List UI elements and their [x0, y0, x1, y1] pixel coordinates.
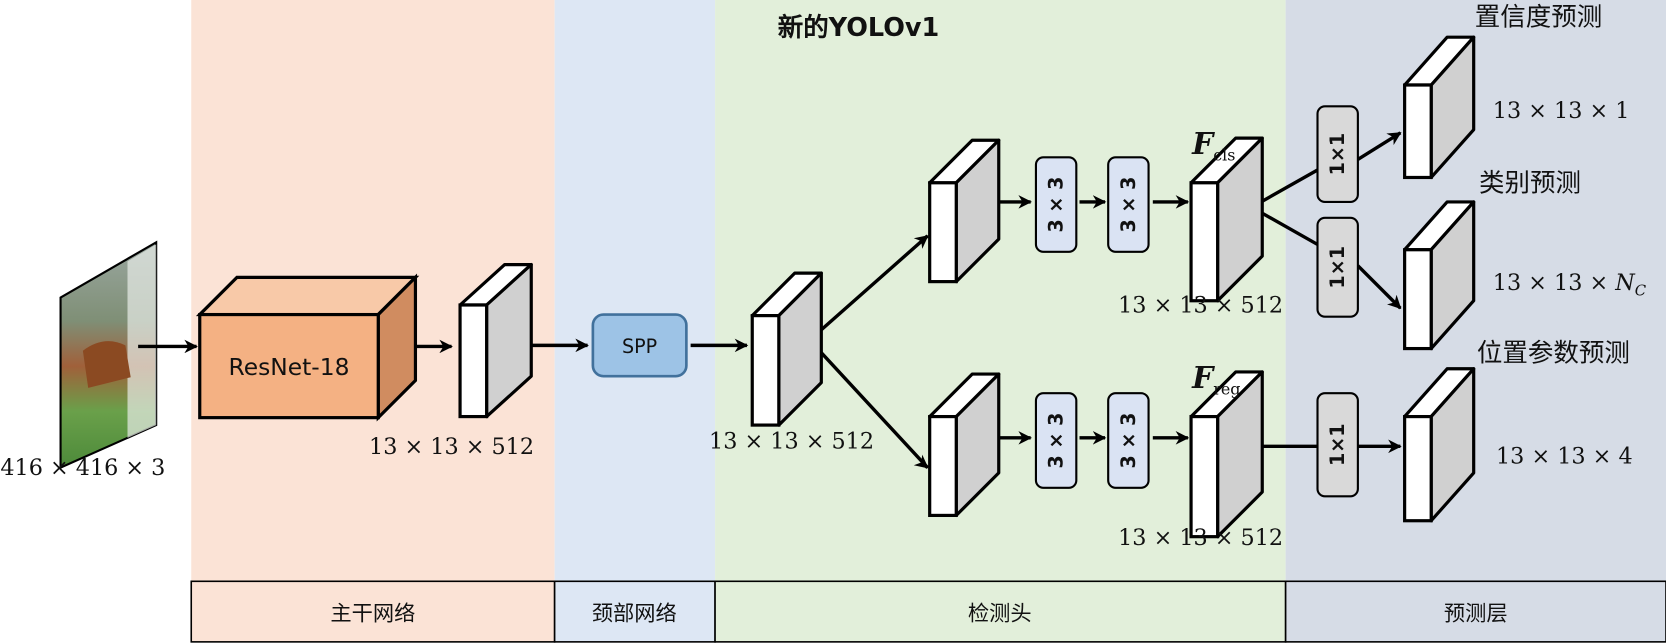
cls-conv3x3-1: 3 × 3 — [1034, 156, 1078, 253]
section-label-backbone: 主干网络 — [330, 602, 415, 627]
resnet-18-block — [195, 273, 420, 422]
conv-boxes: 3 × 3 3 × 3 3 × 3 3 × 3 1×1 1×1 1×1 — [1034, 105, 1359, 498]
section-label-neck: 颈部网络 — [592, 602, 677, 627]
cls-conv3x3-2: 3 × 3 — [1107, 156, 1150, 253]
arrow — [1356, 131, 1402, 161]
reg-feature-shape: 13 × 13 × 512 — [1118, 525, 1283, 551]
section-head — [714, 580, 1287, 643]
backbone-feature-map — [458, 263, 533, 419]
neck-output-shape: 13 × 13 × 512 — [709, 428, 874, 454]
section-label-head: 检测头 — [968, 602, 1032, 627]
conv-label: 3 × 3 — [1117, 413, 1140, 469]
conf-pred-title: 置信度预测 — [1475, 3, 1603, 33]
conf-pred-shape: 13 × 13 × 1 — [1493, 98, 1630, 124]
f-cls-feature-map — [1189, 136, 1264, 303]
input-shape-label: 416 × 416 × 3 — [0, 455, 165, 481]
resnet-label: ResNet-18 — [229, 353, 350, 381]
reg-conv3x3-1: 3 × 3 — [1034, 392, 1078, 489]
neck-feature-map — [750, 271, 823, 427]
reg-conv3x3-2: 3 × 3 — [1107, 392, 1150, 489]
section-bar: 主干网络 颈部网络 检测头 预测层 — [190, 580, 1666, 643]
reg-prediction-map — [1403, 367, 1476, 523]
blocks — [458, 35, 1476, 539]
conf-conv1x1: 1×1 — [1316, 105, 1359, 203]
conv-label: 3 × 3 — [1045, 413, 1068, 469]
section-prediction — [1284, 580, 1666, 643]
cls-branch-input-map — [928, 138, 1001, 284]
arrow — [1356, 264, 1402, 310]
reg-conv1x1: 1×1 — [1316, 392, 1359, 498]
cls-conv1x1: 1×1 — [1316, 216, 1359, 318]
f-cls-label: Fcls — [1191, 127, 1235, 164]
spp-label: SPP — [622, 335, 657, 358]
reg-branch-input-map — [928, 372, 1001, 518]
reg-pred-title: 位置参数预测 — [1477, 338, 1630, 368]
input-image — [59, 240, 158, 470]
f-reg-label: Freg — [1191, 361, 1240, 398]
section-neck — [553, 580, 716, 643]
cls-pred-shape: 13 × 13 × NC — [1493, 270, 1647, 299]
neck-background — [554, 0, 716, 582]
conv-label: 3 × 3 — [1117, 177, 1140, 233]
conf-prediction-map — [1403, 35, 1476, 180]
backbone-output-shape: 13 × 13 × 512 — [369, 434, 534, 460]
cls-pred-title: 类别预测 — [1479, 168, 1581, 198]
conv-label: 1×1 — [1326, 423, 1349, 466]
diagram-title: 新的YOLOv1 — [778, 13, 940, 43]
cls-feature-shape: 13 × 13 × 512 — [1118, 292, 1283, 318]
conv-label: 1×1 — [1326, 246, 1349, 289]
spp-module — [591, 313, 688, 378]
section-label-prediction: 预测层 — [1444, 602, 1508, 627]
reg-pred-shape: 13 × 13 × 4 — [1496, 443, 1633, 469]
conv-label: 3 × 3 — [1045, 177, 1068, 233]
cls-prediction-map — [1403, 200, 1476, 351]
f-reg-feature-map — [1189, 370, 1264, 539]
conv-label: 1×1 — [1326, 133, 1349, 176]
